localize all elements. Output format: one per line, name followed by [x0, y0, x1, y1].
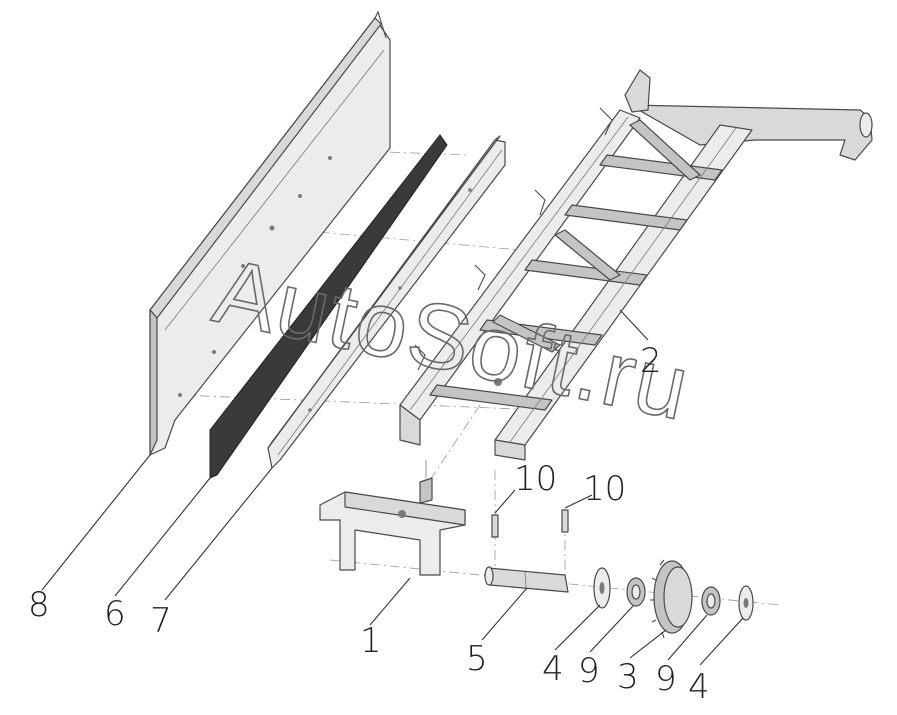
part-8-side-panel: [149, 10, 391, 456]
part-4-washer-b: [738, 585, 754, 621]
callouts: 8 6 7 1 5 4 9 3 9 4 2 10 10: [28, 341, 710, 707]
callout-10b: 10: [583, 469, 626, 509]
part-9-bearing-b: [701, 586, 721, 616]
callout-5: 5: [466, 639, 488, 679]
callout-6: 6: [104, 594, 126, 634]
part-9-bearing-a: [626, 577, 646, 607]
part-1-bracket: [319, 460, 466, 576]
part-3-sprocket: [650, 559, 693, 639]
callout-1: 1: [360, 621, 382, 661]
callout-4a: 4: [542, 649, 564, 689]
callout-4b: 4: [688, 667, 710, 707]
callout-7: 7: [150, 601, 172, 641]
callout-8: 8: [28, 585, 50, 625]
part-2-main-frame: [399, 69, 873, 461]
callout-3: 3: [617, 657, 639, 697]
callout-10a: 10: [514, 459, 557, 499]
callout-9b: 9: [655, 659, 677, 699]
part-10-pin-a: [491, 514, 499, 538]
part-10-pin-b: [561, 509, 569, 533]
part-5-shaft: [484, 566, 569, 593]
callout-9a: 9: [578, 651, 600, 691]
callout-2: 2: [640, 341, 662, 381]
part-6-belt-strip: [209, 134, 448, 479]
part-4-washer-a: [593, 567, 611, 609]
leader-lines: [41, 309, 744, 666]
